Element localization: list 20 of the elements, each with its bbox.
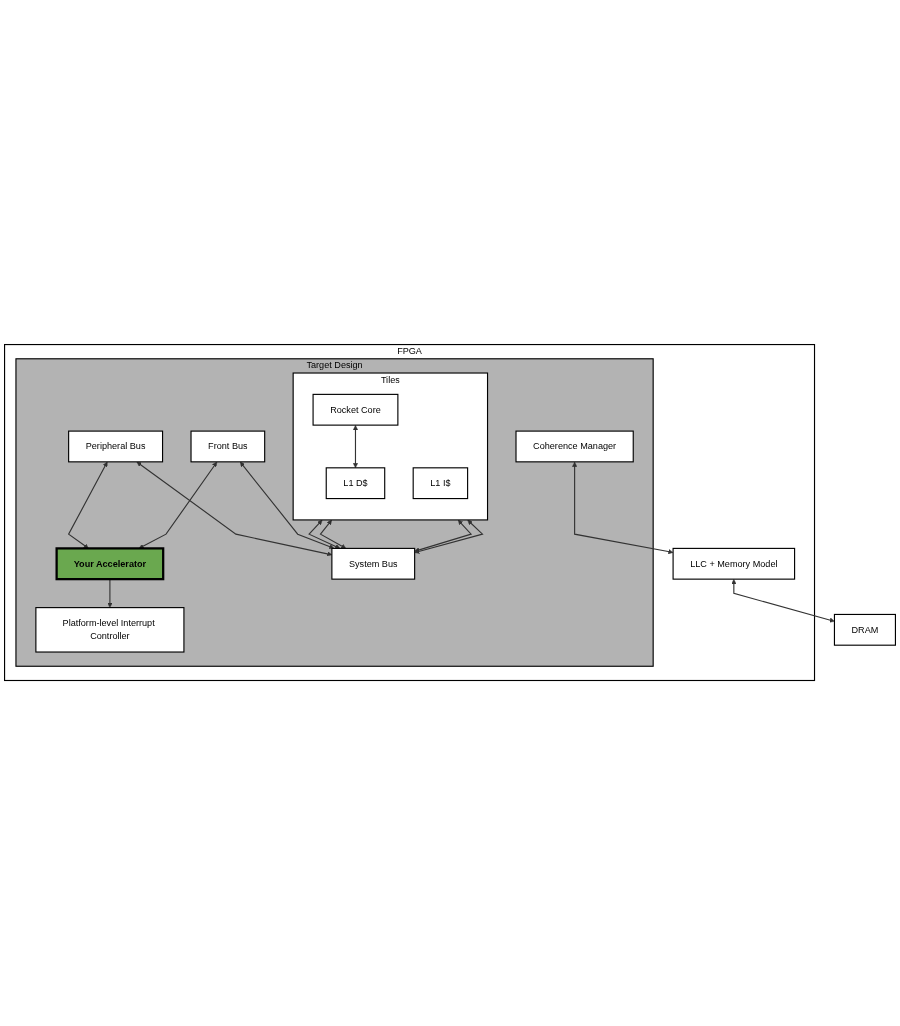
node-box: L1 D$ [325, 467, 386, 500]
node-box: Rocket Core [312, 394, 399, 427]
arrow [308, 520, 341, 550]
arrow [319, 520, 347, 550]
arrow [414, 520, 484, 555]
node-box: DRAM [833, 614, 896, 647]
node-box: LLC + Memory Model [672, 548, 796, 581]
arrow [240, 462, 335, 550]
node-box: Platform-level Interrupt Controller [35, 607, 185, 654]
arrow [352, 425, 358, 469]
node-box: L1 I$ [412, 467, 469, 500]
arrow [731, 579, 835, 623]
node-box: Coherence Manager [515, 431, 634, 463]
node-box: Front Bus [190, 431, 266, 463]
node-box: Peripheral Bus [68, 431, 164, 463]
node-box: System Bus [331, 548, 416, 581]
node-box: Your Accelerator [55, 547, 165, 581]
arrow [572, 462, 674, 555]
arrow [107, 579, 113, 609]
arrow [136, 462, 333, 557]
